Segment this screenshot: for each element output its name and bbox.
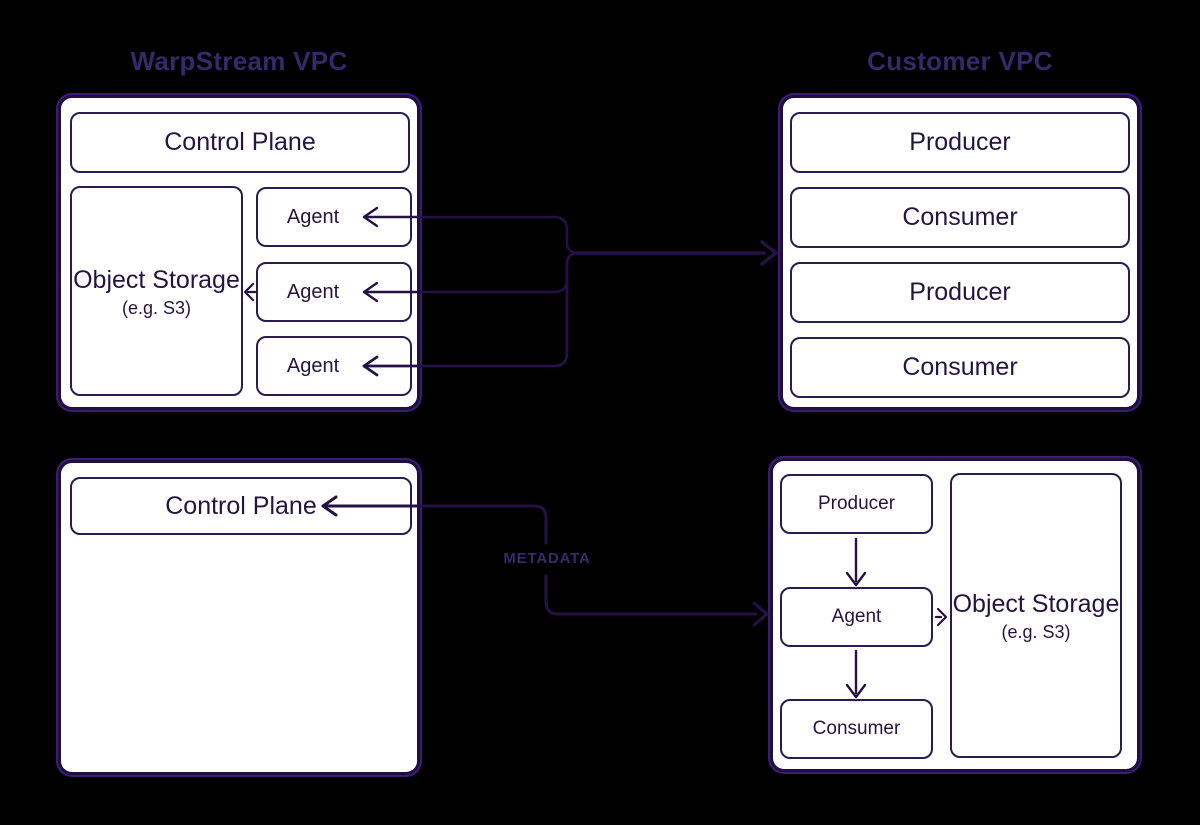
object-storage-subtitle: (e.g. S3) xyxy=(121,297,191,318)
object-storage-title-bottom: Object Storage xyxy=(952,590,1120,618)
customer-vpc-arrowhead-icon xyxy=(760,240,778,266)
customer-agent-arrowhead-icon xyxy=(752,601,769,627)
metadata-label: METADATA xyxy=(503,550,591,567)
warpstream-vpc-title: WarpStream VPC xyxy=(130,46,348,76)
producer-node-3: Producer xyxy=(780,474,933,534)
customer-vpc-title: Customer VPC xyxy=(867,46,1053,76)
producer-node-1: Producer xyxy=(790,112,1130,173)
object-storage-title: Object Storage xyxy=(73,265,240,294)
consumer-node-3: Consumer xyxy=(780,699,933,759)
bus-to-customer-vpc-arrow xyxy=(574,240,778,266)
consumer-node-1: Consumer xyxy=(790,187,1130,248)
producer-node-2: Producer xyxy=(790,262,1130,323)
object-storage-node-top: Object Storage (e.g. S3) xyxy=(70,186,243,396)
object-storage-node-bottom: Object Storage (e.g. S3) xyxy=(950,473,1122,758)
control-plane-node-top: Control Plane xyxy=(70,112,410,173)
agent-node-3: Agent xyxy=(256,336,412,396)
control-plane-node-bottom: Control Plane xyxy=(70,477,412,535)
agent-node-2: Agent xyxy=(256,262,412,322)
consumer-node-2: Consumer xyxy=(790,337,1130,398)
object-storage-subtitle-bottom: (e.g. S3) xyxy=(1001,622,1071,642)
agent-node-1: Agent xyxy=(256,187,412,247)
agent-node-4: Agent xyxy=(780,587,933,647)
